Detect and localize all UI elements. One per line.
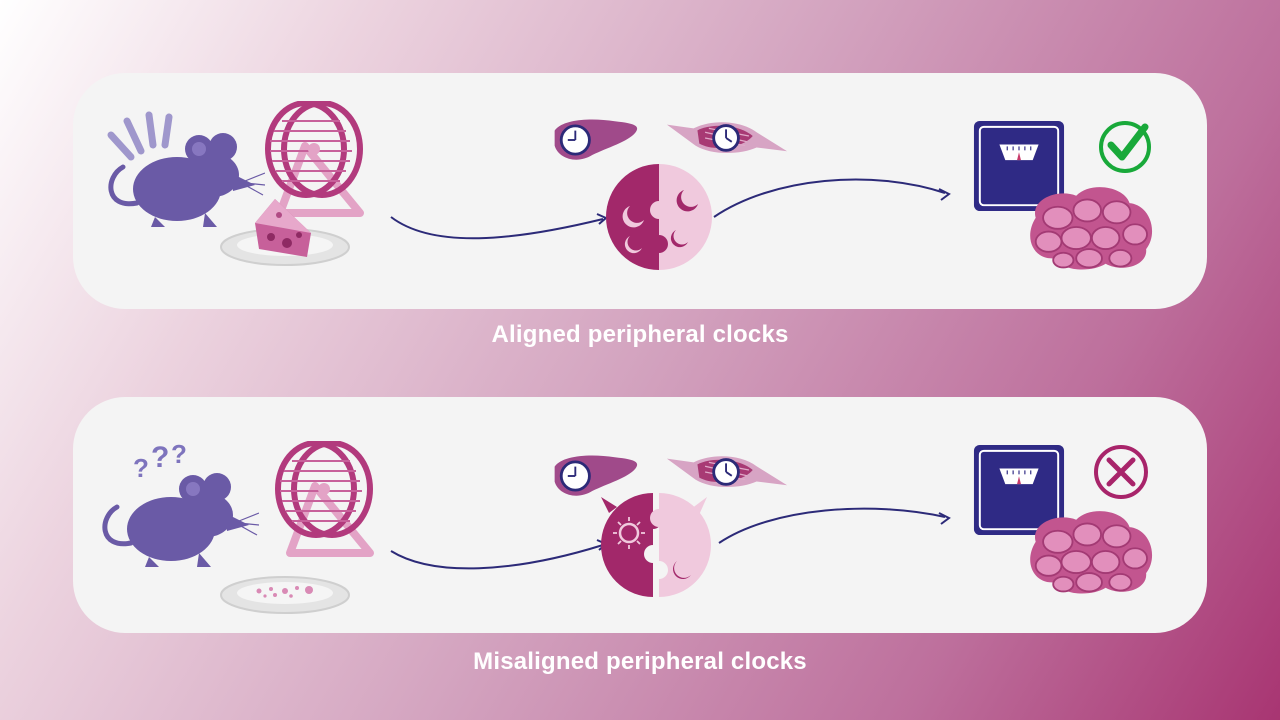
muscle-clock-icon <box>665 120 789 155</box>
alert-lines-icon <box>107 111 173 161</box>
misaligned-scene: ? ? ? <box>73 439 1154 614</box>
svg-text:?: ? <box>171 439 187 469</box>
hamster-wheel-icon <box>278 443 370 553</box>
liver-clock-icon <box>553 117 639 162</box>
cheese-plate-icon <box>220 198 350 266</box>
central-clock-puzzle-icon <box>599 491 713 599</box>
output-arrow <box>713 178 946 218</box>
mouse-icon <box>111 133 265 227</box>
adipose-tissue-icon <box>1029 510 1154 595</box>
liver-clock-icon <box>553 453 639 498</box>
svg-text:?: ? <box>151 441 169 474</box>
cross-icon <box>1094 445 1148 499</box>
input-arrow <box>390 544 604 570</box>
empty-plate-icon <box>220 576 350 614</box>
misaligned-panel: ? ? ? <box>73 397 1207 633</box>
muscle-clock-icon <box>665 454 789 489</box>
aligned-caption: Aligned peripheral clocks <box>491 321 789 348</box>
input-arrow <box>390 216 604 240</box>
aligned-scene <box>107 73 1154 271</box>
check-icon <box>1099 121 1151 173</box>
svg-text:?: ? <box>133 453 149 483</box>
adipose-tissue-icon <box>1029 186 1154 271</box>
mouse-icon <box>105 473 259 567</box>
aligned-panel <box>73 73 1207 309</box>
question-marks-icon: ? ? ? <box>133 439 187 483</box>
central-clock-puzzle-icon <box>606 164 712 270</box>
misaligned-caption: Misaligned peripheral clocks <box>473 648 807 675</box>
hamster-wheel-icon <box>268 103 360 213</box>
output-arrow <box>718 507 946 544</box>
